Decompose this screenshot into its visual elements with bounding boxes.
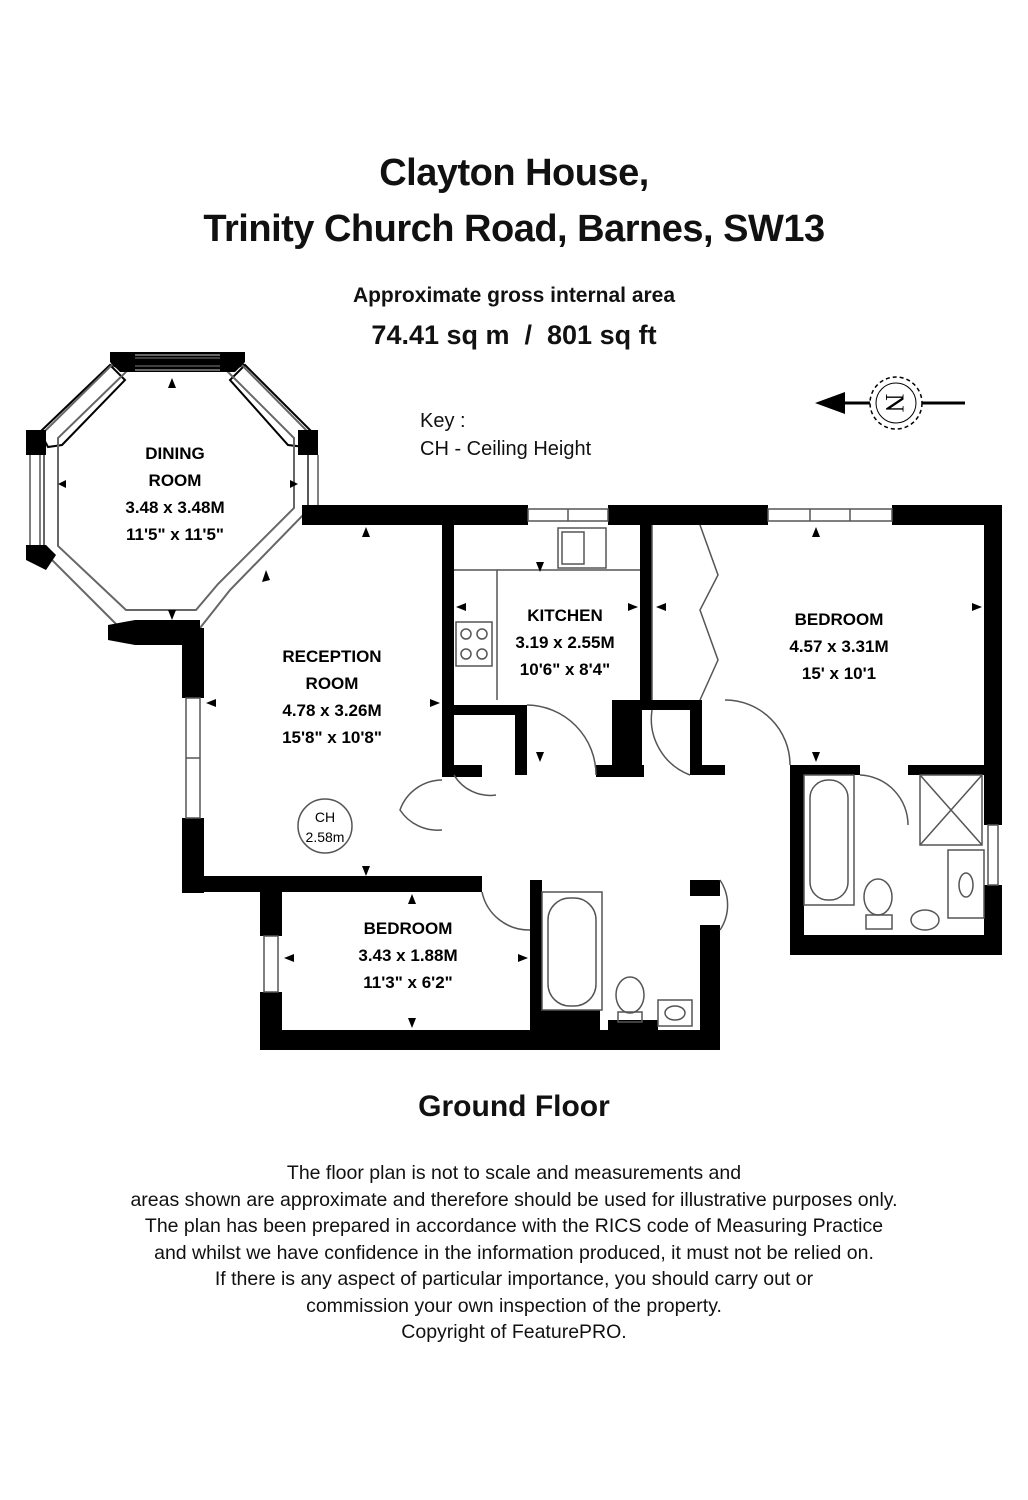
ceiling-height-marker: CH 2.58m bbox=[297, 798, 353, 854]
octagon-windows bbox=[29, 357, 319, 545]
bedroom2-imperial: 11'3" x 6'2" bbox=[363, 973, 452, 992]
ensuite-fittings bbox=[803, 774, 985, 931]
dining-octagon bbox=[43, 354, 309, 629]
kitchen-imperial: 10'6" x 8'4" bbox=[520, 660, 610, 679]
reception-name-1: RECEPTION bbox=[282, 647, 381, 666]
kitchen-name: KITCHEN bbox=[527, 606, 603, 625]
dining-imperial: 11'5" x 11'5" bbox=[126, 525, 224, 544]
ch-value: 2.58m bbox=[306, 829, 345, 845]
key-heading: Key : bbox=[420, 410, 466, 432]
disclaimer: The floor plan is not to scale and measu… bbox=[0, 1160, 1028, 1346]
floor-label: Ground Floor bbox=[418, 1090, 610, 1123]
reception-room-label: RECEPTION ROOM 4.78 x 3.26M 15'8" x 10'8… bbox=[282, 647, 382, 747]
key-entry: CH - Ceiling Height bbox=[420, 438, 592, 460]
main-walls bbox=[182, 505, 1002, 1050]
disclaimer-line: The floor plan is not to scale and measu… bbox=[286, 1162, 742, 1184]
ch-label: CH bbox=[315, 809, 335, 825]
bedroom1-imperial: 15' x 10'1 bbox=[802, 664, 876, 683]
bathroom-fittings bbox=[541, 891, 693, 1027]
area-value: 74.41 sq m / 801 sq ft bbox=[371, 320, 657, 350]
octagon-corners bbox=[26, 352, 318, 645]
dining-name-1: DINING bbox=[145, 444, 205, 463]
reception-metric: 4.78 x 3.26M bbox=[282, 701, 381, 720]
property-title-line2: Trinity Church Road, Barnes, SW13 bbox=[203, 208, 825, 250]
disclaimer-line: areas shown are approximate and therefor… bbox=[130, 1188, 898, 1211]
bedroom2-label: BEDROOM 3.43 x 1.88M 11'3" x 6'2" bbox=[358, 919, 457, 992]
bedroom2-metric: 3.43 x 1.88M bbox=[358, 946, 457, 965]
disclaimer-line: Copyright of FeaturePRO. bbox=[401, 1321, 627, 1343]
disclaimer-line: and whilst we have confidence in the inf… bbox=[154, 1241, 874, 1264]
compass-icon: N bbox=[815, 376, 965, 430]
wardrobe bbox=[651, 524, 719, 701]
dining-name-2: ROOM bbox=[149, 471, 202, 490]
disclaimer-line: If there is any aspect of particular imp… bbox=[214, 1268, 814, 1290]
kitchen-fittings bbox=[454, 527, 640, 700]
bedroom1-metric: 4.57 x 3.31M bbox=[789, 637, 888, 656]
disclaimer-line: commission your own inspection of the pr… bbox=[306, 1294, 722, 1317]
bedroom1-name: BEDROOM bbox=[795, 610, 884, 629]
reception-imperial: 15'8" x 10'8" bbox=[282, 728, 382, 747]
property-title-line1: Clayton House, bbox=[379, 152, 649, 194]
area-label: Approximate gross internal area bbox=[352, 284, 676, 307]
bedroom1-label: BEDROOM 4.57 x 3.31M 15' x 10'1 bbox=[789, 610, 888, 683]
kitchen-label: KITCHEN 3.19 x 2.55M 10'6" x 8'4" bbox=[515, 606, 614, 679]
doors bbox=[399, 699, 909, 931]
reception-name-2: ROOM bbox=[306, 674, 359, 693]
windows bbox=[185, 508, 999, 993]
kitchen-metric: 3.19 x 2.55M bbox=[515, 633, 614, 652]
bedroom2-name: BEDROOM bbox=[364, 919, 453, 938]
dimension-arrows bbox=[58, 378, 982, 1028]
compass-north-label: N bbox=[880, 394, 909, 413]
dining-metric: 3.48 x 3.48M bbox=[125, 498, 224, 517]
disclaimer-line: The plan has been prepared in accordance… bbox=[144, 1215, 884, 1237]
dining-room-label: DINING ROOM 3.48 x 3.48M 11'5" x 11'5" bbox=[125, 444, 224, 544]
